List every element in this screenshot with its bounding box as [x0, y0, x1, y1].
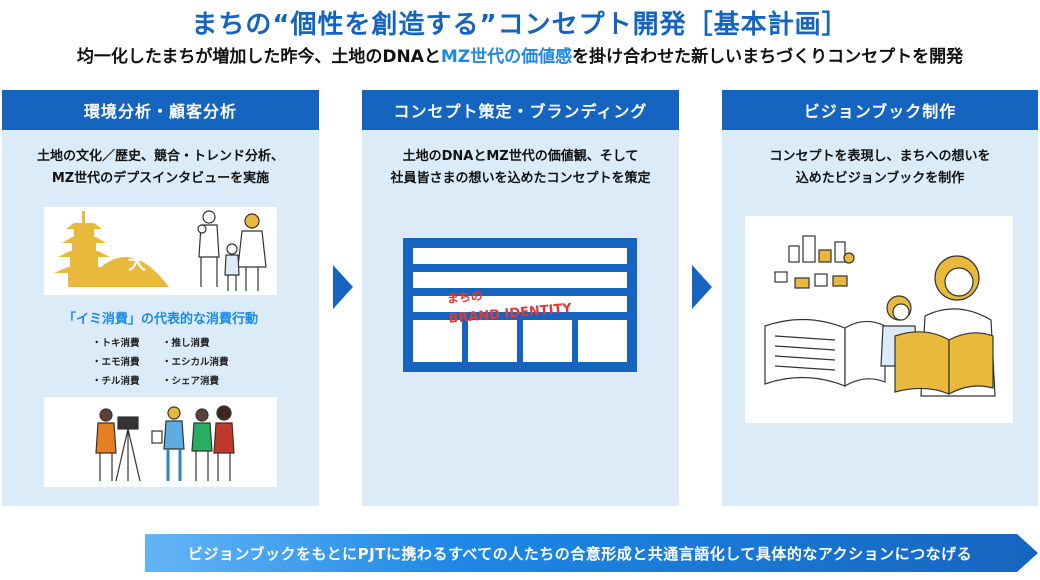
- desc-line: 土地のDNAとMZ世代の価値観、そして: [402, 149, 639, 164]
- column-description: 土地のDNAとMZ世代の価値観、そして 社員皆さまの想いを込めたコンセプトを策定: [362, 146, 679, 190]
- column-description: 土地の文化／歴史、競合・トレンド分析、 MZ世代のデプスインタビューを実施: [2, 146, 319, 190]
- interview-people-icon: [95, 405, 235, 482]
- column-heading: 環境分析・顧客分析: [2, 90, 319, 130]
- page-subtitle: 均一化したまちが増加した昨今、土地のDNAとMZ世代の価値感を掛け合わせた新しい…: [0, 42, 1040, 67]
- subtitle-part2: を掛け合わせた新しいまちづくりコンセプトを開発: [572, 47, 964, 67]
- visionbook-illustration: [745, 216, 1013, 423]
- interview-illustration: [44, 397, 277, 487]
- brand-identity-diagram: まちの BRAND IDENTITY: [403, 238, 637, 372]
- list-item: ・エシカル消費: [162, 357, 229, 368]
- desc-line: 込めたビジョンブックを制作: [795, 171, 965, 186]
- footer-banner-arrow: [145, 534, 1038, 572]
- list-item: ・エモ消費: [92, 357, 140, 368]
- brand-line1: まちの: [446, 289, 483, 306]
- list-item: ・推し消費: [162, 338, 210, 349]
- temple-char: 大: [128, 252, 146, 274]
- desc-line: 社員皆さまの想いを込めたコンセプトを策定: [390, 171, 651, 186]
- temple-family-icon: 大: [54, 210, 267, 291]
- list-item: ・チル消費: [92, 376, 140, 387]
- page-title: まちの“個性を創造する”コンセプト開発［基本計画］: [191, 10, 849, 40]
- arrow-right-icon: [333, 265, 353, 309]
- brand-grid-icon: まちの BRAND IDENTITY: [403, 238, 637, 372]
- subtitle-highlight: MZ世代の価値感: [440, 47, 573, 67]
- arrow-right-icon: [692, 265, 712, 309]
- reading-book-icon: [764, 235, 996, 397]
- column-heading: ビジョンブック制作: [722, 90, 1038, 130]
- consumption-list-right: ・推し消費 ・エシカル消費 ・シェア消費: [162, 334, 229, 391]
- consumption-list-left: ・トキ消費 ・エモ消費 ・チル消費: [92, 334, 140, 391]
- column-description: コンセプトを表現し、まちへの想いを 込めたビジョンブックを制作: [722, 146, 1038, 190]
- list-item: ・トキ消費: [92, 338, 140, 349]
- column-heading: コンセプト策定・ブランディング: [362, 90, 679, 130]
- subtitle-part1: 均一化したまちが増加した昨今、土地のDNAと: [76, 47, 441, 67]
- consumption-title: 「イミ消費」の代表的な消費行動: [62, 312, 258, 327]
- temple-family-illustration: 大: [44, 207, 277, 295]
- list-item: ・シェア消費: [162, 376, 220, 387]
- desc-line: MZ世代のデプスインタビューを実施: [51, 171, 270, 186]
- footer-text: ビジョンブックをもとにPJTに携わるすべての人たちの合意形成と共通言語化して具体…: [187, 544, 973, 563]
- desc-line: 土地の文化／歴史、競合・トレンド分析、: [36, 149, 284, 164]
- desc-line: コンセプトを表現し、まちへの想いを: [769, 149, 991, 164]
